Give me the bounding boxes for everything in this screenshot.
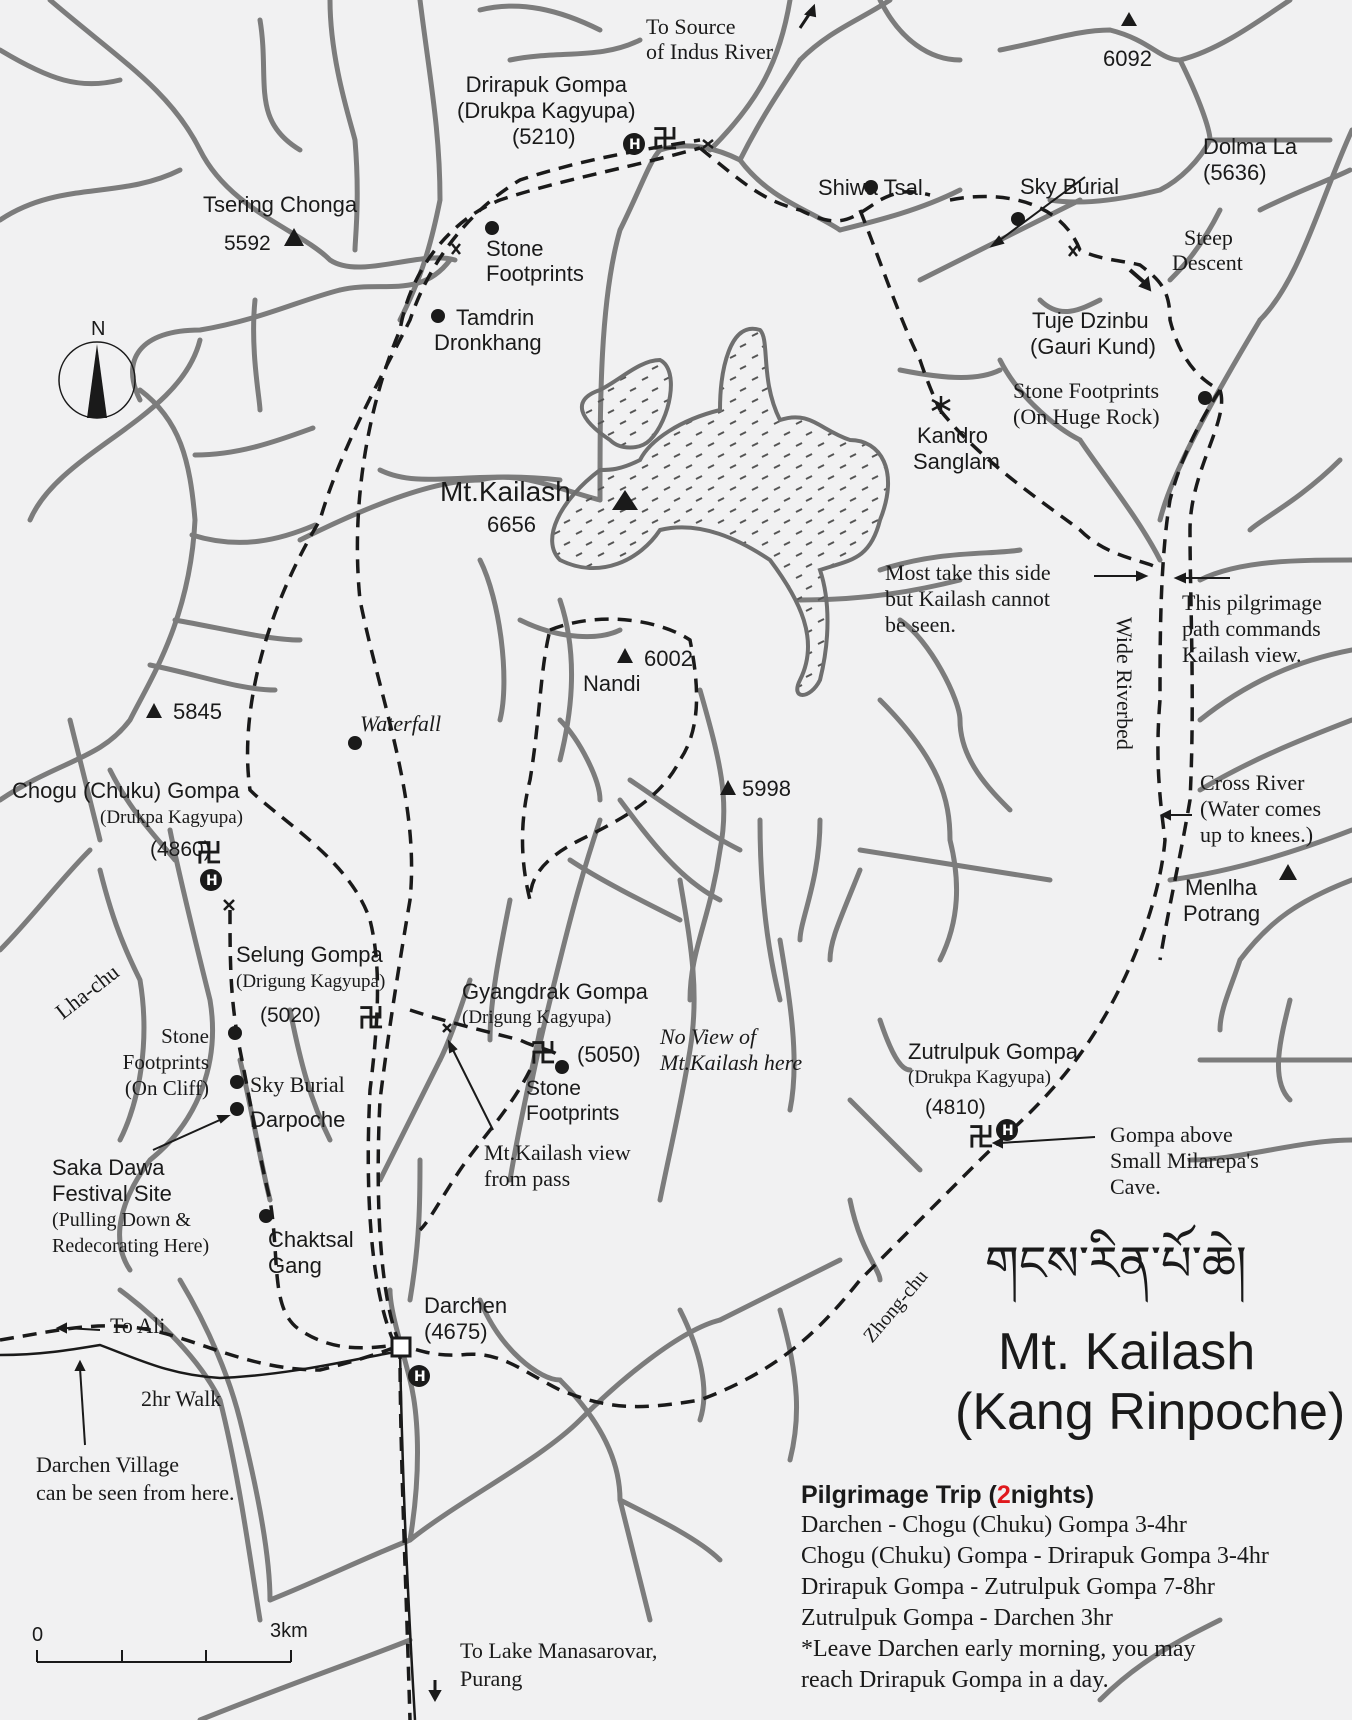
label-tuje-dzinbu: Tuje Dzinbu(Gauri Kund) (1030, 308, 1156, 359)
glaciers (550, 326, 891, 697)
label-gyangdrak-sect: (Drigung Kagyupa) (462, 1007, 612, 1028)
trip-leg: Zutrulpuk Gompa - Darchen 3hr (801, 1604, 1113, 1631)
svg-text:H: H (414, 1369, 426, 1385)
label-zutrulpuk-sect: (Drukpa Kagyupa) (908, 1067, 1051, 1088)
trip-leg: Chogu (Chuku) Gompa - Drirapuk Gompa 3-4… (801, 1542, 1269, 1569)
label-chogu-elev: (4860) (150, 838, 211, 861)
trip-note: reach Drirapuk Gompa in a day. (801, 1666, 1109, 1693)
label-waterfall: Waterfall (360, 711, 442, 736)
label-mt-kailash: Mt.Kailash (440, 476, 571, 507)
label-selung: Selung Gompa (236, 942, 383, 967)
label-5998: 5998 (742, 776, 791, 801)
label-to-ali: To Ali (110, 1313, 166, 1338)
north-arrow-icon (58, 341, 136, 419)
svg-text:H: H (629, 137, 641, 153)
trip-leg: Darchen - Chogu (Chuku) Gompa 3-4hr (801, 1511, 1187, 1538)
label-zutrulpuk-elev: (4810) (925, 1096, 986, 1119)
label-sky-burial-north: Sky Burial (1020, 174, 1120, 199)
gompa-icon: 卍 (196, 839, 222, 869)
site-dots (228, 180, 1212, 1223)
scale-end-label: 3km (270, 1620, 308, 1642)
label-nandi: Nandi (583, 671, 641, 696)
trip-heading: Pilgrimage Trip (2nights) (801, 1481, 1095, 1509)
label-stone-footprints-rock: Stone Footprints(On Huge Rock) (1013, 378, 1160, 429)
label-chogu: Chogu (Chuku) Gompa (12, 778, 240, 803)
label-darpoche: Darpoche (250, 1107, 346, 1132)
svg-text:H: H (206, 873, 218, 889)
trip-leg: Drirapuk Gompa - Zutrulpuk Gompa 7-8hr (801, 1573, 1215, 1600)
trip-note: *Leave Darchen early morning, you may (801, 1635, 1196, 1662)
pass-icons (223, 139, 1078, 1033)
label-6092: 6092 (1103, 46, 1152, 71)
gompa-icon: 卍 (530, 1039, 556, 1069)
arrows (55, 3, 1230, 1703)
map-subtitle: (Kang Rinpoche) (955, 1383, 1346, 1441)
label-sky-burial-south: Sky Burial (250, 1072, 345, 1097)
label-chogu-sect: (Drukpa Kagyupa) (100, 807, 243, 828)
label-gyangdrak-elev: (5050) (577, 1042, 641, 1067)
label-tsering-chonga: Tsering Chonga (203, 192, 358, 217)
svg-text:H: H (1002, 1123, 1014, 1139)
label-5845: 5845 (173, 699, 222, 724)
label-selung-sect: (Drigung Kagyupa) (236, 971, 386, 992)
tibetan-title: གངས་རིན་པོ་ཆེ། (985, 1236, 1247, 1292)
scale-start-label: 0 (32, 1624, 44, 1646)
peak-icon-6002 (617, 648, 633, 663)
peak-icon-kailash (612, 490, 638, 510)
peak-icon-menlha (1279, 864, 1297, 880)
peak-icon-5845 (146, 703, 162, 718)
gompa-icon: 卍 (968, 1123, 994, 1153)
label-drirapuk: Drirapuk Gompa (Drukpa Kagyupa) (5210) (457, 72, 636, 149)
gompa-icon: 卍 (358, 1004, 384, 1034)
label-manasarovar: To Lake Manasarovar,Purang (460, 1638, 658, 1691)
peak-icon-5998 (720, 780, 736, 795)
peak-icons (146, 12, 1297, 880)
label-gyangdrak: Gyangdrak Gompa (462, 979, 648, 1004)
town-icon (390, 1336, 412, 1358)
label-dolma-la: Dolma La(5636) (1203, 134, 1298, 185)
road (0, 1343, 417, 1720)
label-6002: 6002 (644, 646, 693, 671)
trip-box: Pilgrimage Trip (2nights) Darchen - Chog… (801, 1481, 1269, 1696)
scale-bar (36, 1650, 292, 1663)
label-2hr-walk: 2hr Walk (141, 1386, 222, 1411)
map-title: Mt. Kailash (998, 1323, 1256, 1381)
gompa-icons: 卍 卍 卍 卍 卍 (196, 125, 994, 1153)
gompa-icon: 卍 (652, 125, 678, 155)
peak-icon-5592 (284, 228, 304, 246)
label-5592: 5592 (224, 232, 271, 255)
compass-north-label: N (91, 318, 106, 340)
label-saka-dawa: Saka Dawa Festival Site (Pulling Down & … (52, 1155, 210, 1257)
guesthouse-icons: H H H H (200, 133, 1018, 1387)
label-darchen: Darchen(4675) (424, 1293, 508, 1344)
label-shiwa-tsal: Shiwa Tsal (818, 175, 923, 200)
label-6656: 6656 (487, 512, 536, 537)
label-wide-riverbed: Wide Riverbed (1112, 617, 1137, 750)
label-selung-elev: (5020) (260, 1004, 321, 1027)
peak-icon-6092 (1121, 12, 1137, 26)
label-zutrulpuk: Zutrulpuk Gompa (908, 1039, 1078, 1064)
